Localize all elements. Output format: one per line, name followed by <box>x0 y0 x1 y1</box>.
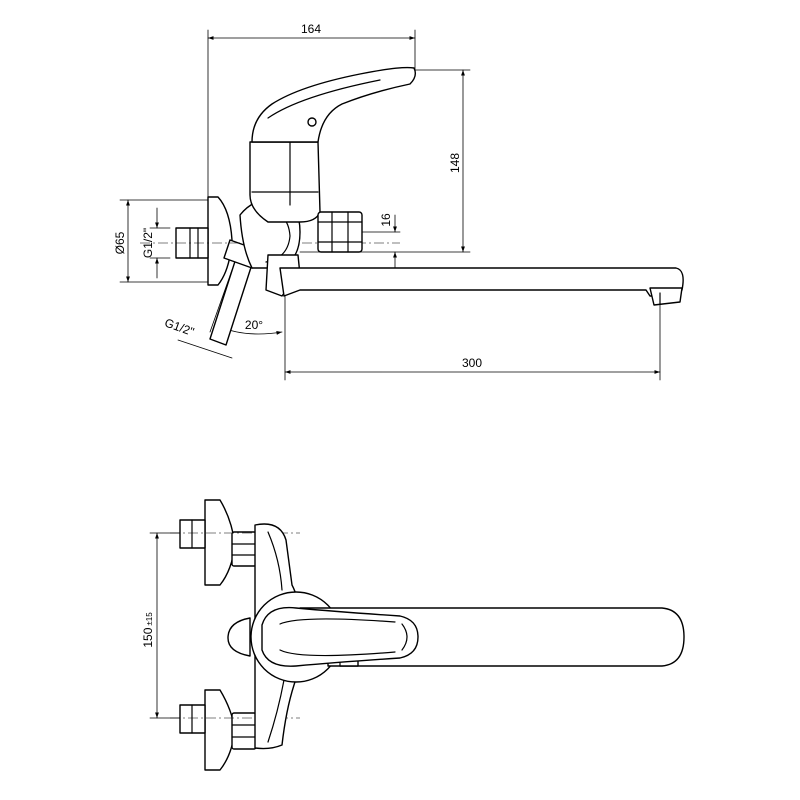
aerator <box>649 287 683 306</box>
dim-label-300: 300 <box>462 356 482 370</box>
handle-lever[interactable] <box>251 66 417 143</box>
handle-top-highlight-1 <box>279 618 396 625</box>
lower-wall-flange <box>204 689 236 771</box>
dim-label-20deg: 20° <box>245 318 263 332</box>
side-knob <box>227 617 251 657</box>
handle-top-highlight-2 <box>279 649 396 657</box>
upper-inlet-nut <box>231 531 257 567</box>
upper-wall-flange <box>204 499 236 586</box>
dim-line-g12-angled-leader <box>177 339 233 359</box>
dim-label-d65: Ø65 <box>113 231 127 254</box>
mixer-body <box>249 141 321 223</box>
wall-flange <box>207 196 233 286</box>
dim-label-150: 150±15 <box>141 612 155 648</box>
body-contour-lower <box>267 679 285 743</box>
front-view: 150±15 <box>141 499 685 771</box>
dim-label-148: 148 <box>448 153 462 173</box>
dim-label-150-value: 150 <box>141 627 155 647</box>
dim-label-150-tolerance: ±15 <box>145 612 154 626</box>
dim-label-g12-angled: G1/2" <box>163 315 196 339</box>
handle-highlight <box>267 79 381 119</box>
lower-inlet-nut <box>231 712 257 750</box>
body-nut <box>317 211 363 253</box>
dim-label-164: 164 <box>301 22 321 36</box>
handle-top-tip <box>401 623 408 651</box>
handle-screw-icon <box>307 117 317 127</box>
handle-top[interactable] <box>261 606 419 667</box>
dim-label-16: 16 <box>379 213 393 227</box>
spout <box>279 267 684 297</box>
side-view: 164 148 16 Ø65 G1/2" G1/2" 20° 300 <box>113 22 684 381</box>
body-contour-upper <box>267 531 283 591</box>
